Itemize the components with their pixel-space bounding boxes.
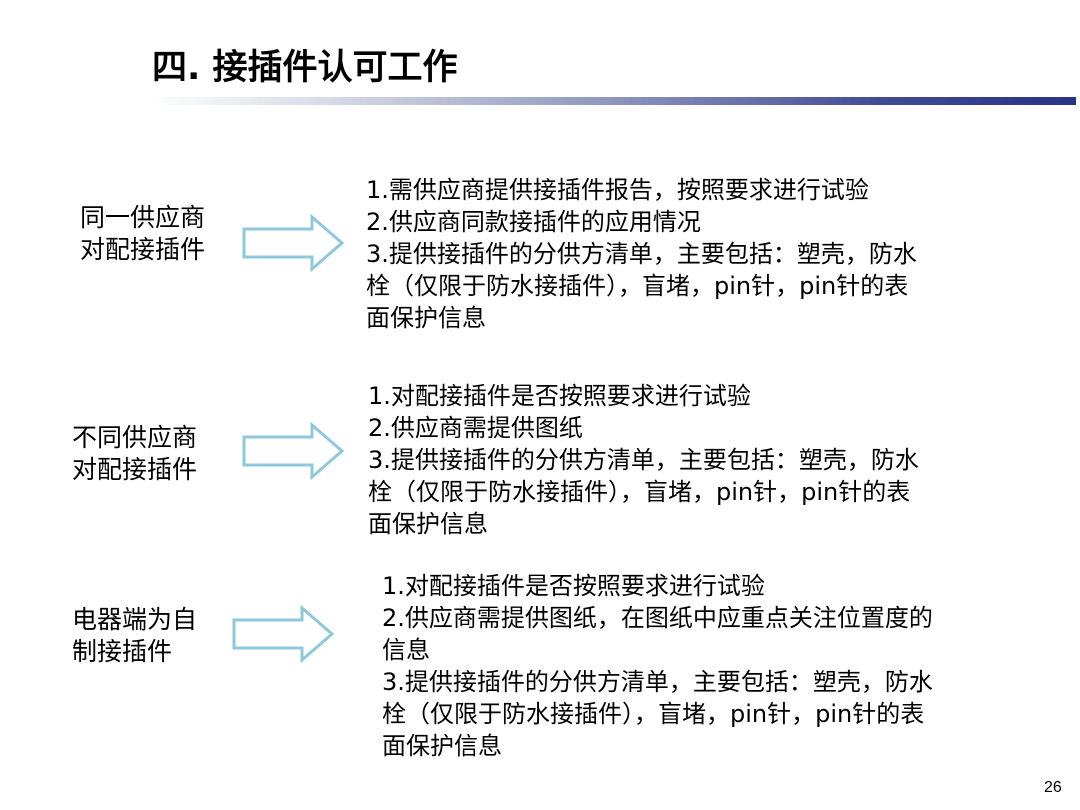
section-2-label-line-1: 不同供应商 — [72, 423, 198, 452]
section-1-arrow-icon — [242, 213, 345, 273]
section-1-desc-line-4: 栓（仅限于防水接插件），盲堵，pin针，pin针的表 — [366, 272, 909, 300]
section-3-description: 1.对配接插件是否按照要求进行试验 2.供应商需提供图纸，在图纸中应重点关注位置… — [382, 570, 933, 762]
section-3-desc-line-5: 栓（仅限于防水接插件），盲堵，pin针，pin针的表 — [382, 700, 925, 728]
section-1-desc-line-1: 1.需供应商提供接插件报告，按照要求进行试验 — [366, 176, 869, 204]
section-1-label-line-1: 同一供应商 — [80, 203, 206, 232]
section-1-desc-line-5: 面保护信息 — [366, 304, 486, 332]
section-1-description: 1.需供应商提供接插件报告，按照要求进行试验 2.供应商同款接插件的应用情况 3… — [366, 174, 917, 334]
section-3-label-line-2: 制接插件 — [72, 637, 173, 666]
section-3-label: 电器端为自 制接插件 — [72, 604, 197, 668]
section-3-desc-line-4: 3.提供接插件的分供方清单，主要包括：塑壳，防水 — [382, 668, 933, 696]
slide-title: 四. 接插件认可工作 — [152, 48, 458, 88]
page-number: 26 — [1044, 779, 1062, 796]
section-1-desc-line-3: 3.提供接插件的分供方清单，主要包括：塑壳，防水 — [366, 240, 917, 268]
section-1-desc-line-2: 2.供应商同款接插件的应用情况 — [366, 208, 701, 236]
section-2-desc-line-3: 3.提供接插件的分供方清单，主要包括：塑壳，防水 — [368, 446, 919, 474]
section-2-desc-line-4: 栓（仅限于防水接插件），盲堵，pin针，pin针的表 — [368, 478, 911, 506]
section-3-desc-line-3: 信息 — [382, 636, 430, 664]
section-2-label-line-2: 对配接插件 — [72, 455, 198, 484]
section-2-desc-line-2: 2.供应商需提供图纸 — [368, 414, 583, 442]
section-2-desc-line-5: 面保护信息 — [368, 510, 488, 538]
section-2-desc-line-1: 1.对配接插件是否按照要求进行试验 — [368, 382, 751, 410]
section-1-label-line-2: 对配接插件 — [80, 235, 206, 264]
section-2-description: 1.对配接插件是否按照要求进行试验 2.供应商需提供图纸 3.提供接插件的分供方… — [368, 380, 919, 540]
section-3-desc-line-2: 2.供应商需提供图纸，在图纸中应重点关注位置度的 — [382, 604, 933, 632]
section-2-label: 不同供应商 对配接插件 — [72, 422, 197, 486]
section-2-arrow-icon — [242, 421, 345, 481]
section-3-desc-line-6: 面保护信息 — [382, 732, 502, 760]
section-1-label: 同一供应商 对配接插件 — [80, 202, 205, 266]
title-underline-bar — [148, 97, 1076, 105]
section-3-arrow-icon — [232, 604, 335, 664]
section-3-label-line-1: 电器端为自 — [72, 605, 198, 634]
section-3-desc-line-1: 1.对配接插件是否按照要求进行试验 — [382, 572, 765, 600]
